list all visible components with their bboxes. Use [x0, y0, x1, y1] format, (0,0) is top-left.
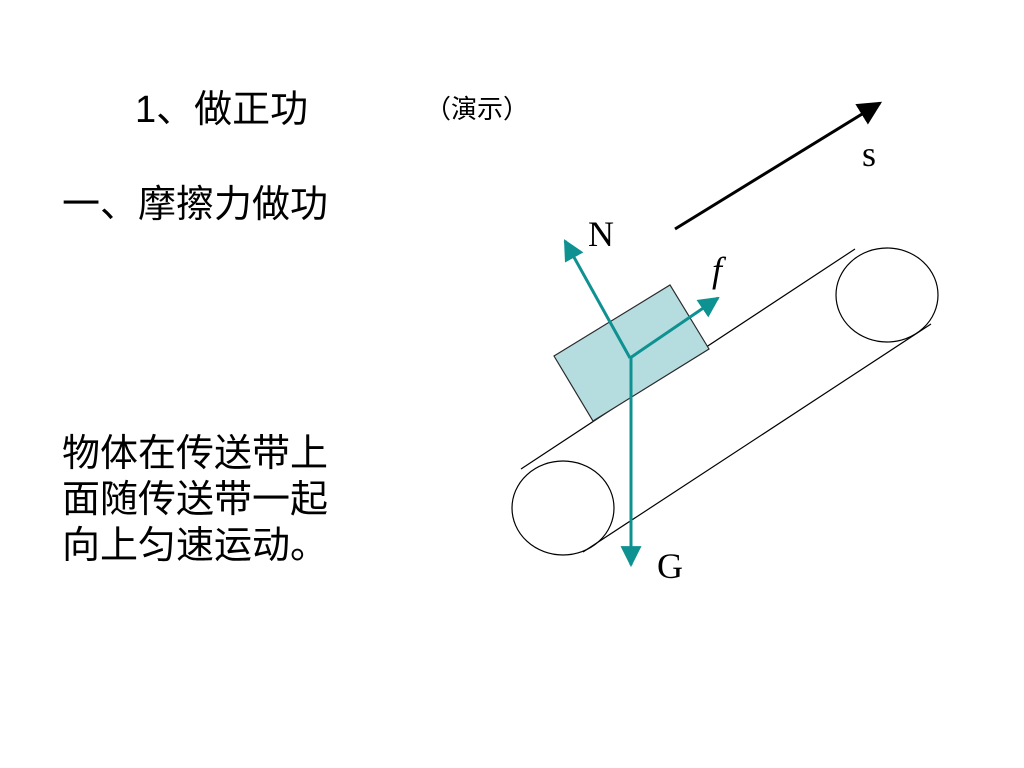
- displacement-label: s: [862, 134, 876, 174]
- section-heading: 一、摩擦力做功: [62, 182, 329, 226]
- belt-bottom-edge: [582, 323, 932, 553]
- description-line-1: 物体在传送带上: [62, 431, 329, 475]
- description-text: 物体在传送带上 面随传送带一起 向上匀速运动。: [62, 430, 402, 568]
- title-number: 1: [135, 89, 157, 131]
- displacement-arrow: [674, 101, 883, 231]
- conveyor-belt: [511, 247, 939, 556]
- normal-force-arrow: [563, 239, 632, 359]
- slide-title: 1、做正功: [135, 90, 308, 129]
- lower-pulley: [511, 460, 615, 556]
- description-line-3: 向上匀速运动。: [62, 523, 329, 567]
- demo-note: （演示）: [425, 95, 530, 125]
- title-text: 、做正功: [156, 87, 309, 131]
- description-line-2: 面随传送带一起: [62, 477, 329, 521]
- upper-pulley: [835, 247, 939, 343]
- force-arrows: [563, 239, 720, 568]
- friction-force-label: f: [712, 250, 727, 290]
- friction-force-arrow: [629, 296, 720, 360]
- gravity-label: G: [657, 546, 683, 586]
- normal-force-label: N: [588, 214, 614, 254]
- block: [553, 284, 710, 422]
